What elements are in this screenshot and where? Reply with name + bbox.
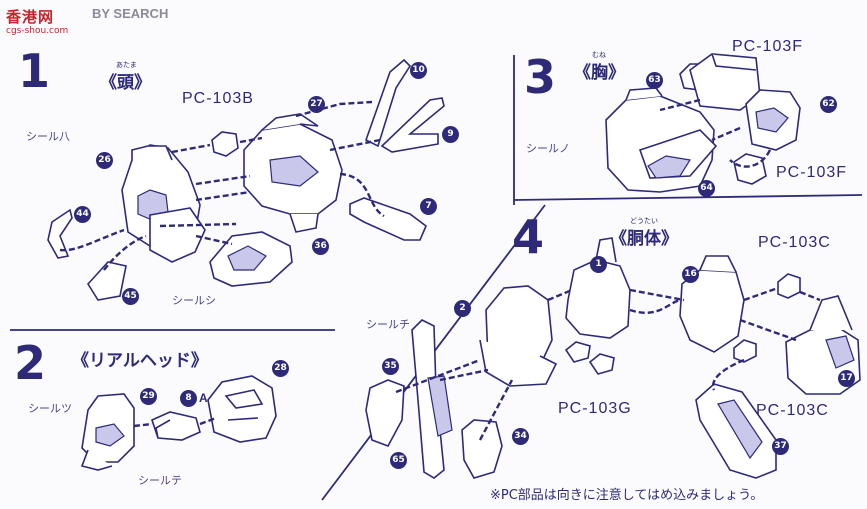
step3-title: 《胸》 (574, 63, 625, 83)
watermark-logo: 香港网 (6, 8, 55, 26)
part-number-27: 27 (308, 96, 325, 113)
watermark-search-text: BY SEARCH (92, 6, 169, 21)
part-number-9: 9 (442, 126, 459, 143)
pc-label-103c-top: PC-103C (758, 234, 831, 251)
part-number-7: 7 (420, 198, 437, 215)
seal-label-hachi: シール八 (26, 130, 70, 143)
seal-label-te: シールテ (138, 474, 182, 487)
step2-title: 《リアルヘッド》 (72, 351, 208, 371)
seal-label-no: シールノ (526, 142, 570, 155)
part-number-1: 1 (590, 256, 607, 273)
part-number-37: 37 (772, 438, 789, 455)
part-number-64: 64 (698, 180, 715, 197)
seal-label-tsu: シールツ (28, 402, 72, 415)
step1-head-parts (47, 58, 445, 301)
step4-ruby: どうたい (630, 217, 658, 225)
assembly-note: ※PC部品は向きに注意してはめ込みましょう。 (490, 488, 764, 503)
step4-torso-parts (365, 237, 861, 479)
part-number-34: 34 (512, 428, 529, 445)
step4-number: 4 (512, 210, 545, 264)
pc-label-103g: PC-103G (558, 400, 632, 417)
part-number-16: 16 (682, 266, 699, 283)
step2-realhead-parts (80, 375, 277, 471)
pc-label-103b: PC-103B (182, 90, 254, 107)
step1-number: 1 (18, 44, 51, 98)
part-number-28: 28 (272, 360, 289, 377)
seal-label-chi: シールチ (366, 318, 410, 331)
part-number-2: 2 (454, 300, 471, 317)
part-number-35: 35 (382, 358, 399, 375)
step4-title: 《胴体》 (610, 229, 678, 249)
pc-label-103c-bottom: PC-103C (756, 402, 829, 419)
step3-number: 3 (524, 50, 557, 104)
part-number-65: 65 (390, 452, 407, 469)
part-number-29: 29 (140, 388, 157, 405)
part-number-17: 17 (838, 370, 855, 387)
part-number-45: 45 (122, 288, 139, 305)
part-number-44: 44 (74, 206, 91, 223)
part-number-63: 63 (646, 72, 663, 89)
part-number-36: 36 (312, 238, 329, 255)
seal-label-shi: シールシ (172, 294, 216, 307)
part-sub-letter-a: A (199, 391, 208, 405)
watermark-url: cgs-shou.com (6, 26, 69, 36)
part-number-10: 10 (410, 62, 427, 79)
part-number-62: 62 (820, 96, 837, 113)
pc-label-103f-top: PC-103F (732, 38, 804, 55)
pc-label-103f-bottom: PC-103F (776, 164, 848, 181)
part-number-8: 8 (180, 390, 197, 407)
step3-chest-parts (605, 53, 801, 193)
step1-title: 《頭》 (100, 73, 151, 93)
step1-ruby: あたま (116, 61, 137, 69)
step3-ruby: むね (592, 51, 606, 59)
divider-step3-bottom (513, 194, 863, 201)
step2-number: 2 (14, 336, 47, 390)
part-number-26: 26 (96, 152, 113, 169)
